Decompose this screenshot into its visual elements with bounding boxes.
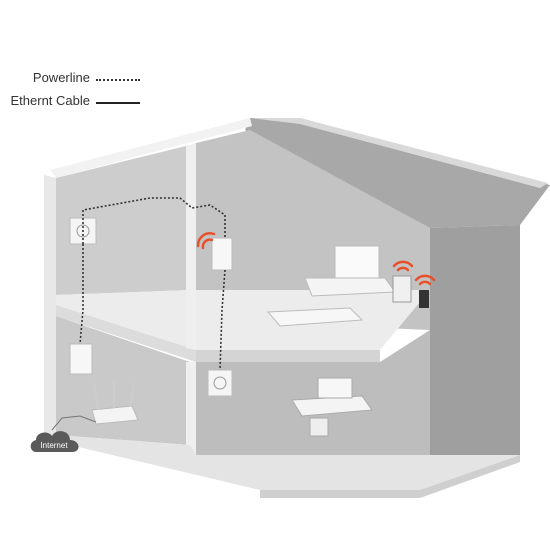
wall-right-gable — [430, 225, 520, 455]
powerline-path — [82, 197, 226, 244]
legend-ethernet-label: Ethernt Cable — [10, 93, 91, 108]
floor-upper-edge — [196, 350, 380, 362]
ethernet-cable — [51, 415, 97, 431]
wall-socket-upper-left-hole — [76, 224, 90, 238]
router — [91, 405, 139, 425]
powerline-extender-upper — [211, 237, 233, 271]
wall-left-outer — [44, 175, 56, 440]
desktop-monitor — [317, 377, 353, 399]
desk-chair — [309, 417, 329, 437]
roof-top — [250, 118, 548, 188]
router-antenna-1 — [93, 381, 99, 411]
floor-upper — [56, 290, 430, 350]
roof-right — [245, 118, 550, 228]
roof-left-edge — [50, 118, 252, 178]
legend-ethernet-swatch — [96, 102, 140, 104]
legend-powerline: Powerline — [0, 70, 150, 90]
wall-divider-upper — [186, 143, 196, 350]
internet-cloud-label: Internet — [40, 441, 68, 450]
wall-back-upper-left — [56, 145, 190, 295]
ground-edge — [260, 455, 520, 498]
powerline-path-lower — [79, 244, 84, 345]
wifi-phone-icon — [414, 274, 436, 286]
wall-back-lower-right — [196, 330, 430, 455]
phone-device — [419, 290, 429, 308]
legend-ethernet: Ethernt Cable — [0, 93, 150, 113]
powerline-adapter-lower — [69, 343, 93, 375]
powerline-path-right — [219, 269, 226, 371]
wall-socket-lower-hole — [213, 376, 227, 390]
legend-powerline-swatch — [96, 79, 140, 81]
coffee-table — [266, 307, 364, 327]
wall-divider-lower — [186, 362, 196, 455]
router-antenna-3 — [129, 381, 135, 408]
floor-upper-edge-left — [56, 305, 196, 362]
tablet-device — [392, 275, 412, 303]
wifi-extender-icon — [196, 232, 216, 250]
tv-screen — [334, 245, 380, 279]
floor-ground — [56, 435, 520, 490]
legend-powerline-label: Powerline — [32, 70, 90, 85]
internet-cloud — [30, 431, 79, 452]
wifi-tablet-icon — [392, 260, 414, 272]
wall-socket-lower — [207, 369, 233, 397]
